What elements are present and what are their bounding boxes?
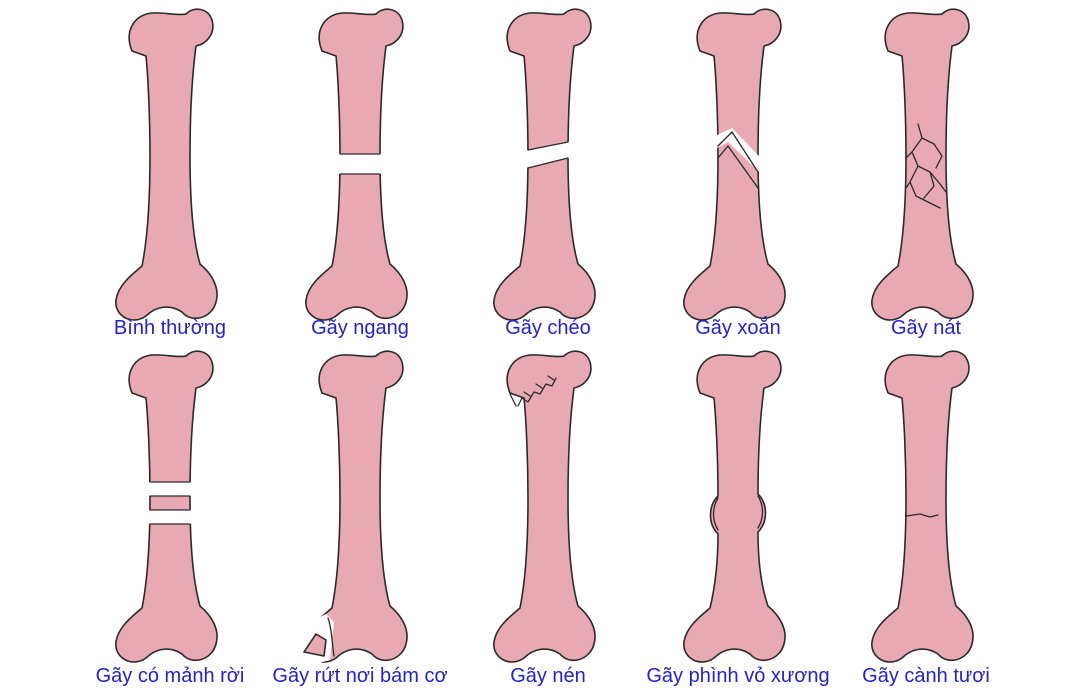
label-transverse: Gãy ngang bbox=[311, 317, 409, 339]
bone-outline bbox=[683, 8, 786, 321]
label-spiral: Gãy xoắn bbox=[695, 317, 781, 339]
label-oblique: Gãy chéo bbox=[505, 317, 591, 339]
fracture-crack-lines bbox=[905, 123, 947, 209]
bone-outline bbox=[115, 350, 218, 663]
bone-outline bbox=[305, 350, 408, 663]
bone-compression bbox=[493, 350, 596, 663]
label-comminuted: Gãy nát bbox=[890, 317, 962, 339]
fracture-gap-upper bbox=[130, 482, 210, 496]
bone-buckle bbox=[683, 350, 786, 663]
label-buckle: Gãy phình vỏ xương bbox=[646, 665, 830, 687]
avulsion-fragment bbox=[303, 633, 327, 657]
bone-outline bbox=[115, 8, 218, 321]
fracture-gap bbox=[508, 138, 588, 172]
label-segmental: Gãy có mảnh rời bbox=[95, 665, 245, 687]
greenstick-crack bbox=[905, 513, 939, 518]
avulsion-edge bbox=[327, 617, 335, 657]
fracture-edge-lower bbox=[527, 157, 569, 169]
label-greenstick: Gãy cành tươi bbox=[862, 665, 990, 687]
bones-layer bbox=[115, 8, 974, 668]
bone-normal bbox=[115, 8, 218, 321]
fracture-edge-lower bbox=[717, 145, 759, 189]
bone-outline bbox=[871, 350, 974, 663]
label-avulsion: Gãy rứt nơi bám cơ bbox=[272, 665, 448, 687]
label-normal: Bình thường bbox=[113, 317, 227, 339]
fracture-gap-lower bbox=[130, 510, 210, 524]
fracture-edge-upper bbox=[717, 131, 759, 173]
compression-line bbox=[517, 375, 557, 407]
bone-outline bbox=[683, 350, 786, 663]
fracture-gap bbox=[698, 128, 778, 190]
buckle-bulge-right bbox=[757, 495, 764, 529]
bone-comminuted bbox=[871, 8, 974, 321]
compression-edge bbox=[509, 393, 517, 407]
bone-segmental bbox=[115, 350, 218, 663]
bone-spiral bbox=[683, 8, 786, 321]
bone-outline bbox=[871, 8, 974, 321]
bone-oblique bbox=[493, 8, 596, 321]
fracture-gap bbox=[320, 154, 400, 174]
bone-outline bbox=[493, 350, 596, 663]
bone-avulsion bbox=[300, 350, 408, 668]
buckle-bulge-left bbox=[712, 497, 719, 531]
label-compression: Gãy nén bbox=[510, 665, 586, 687]
fracture-edge-upper bbox=[527, 141, 569, 151]
fracture-edges bbox=[149, 481, 191, 525]
bone-transverse bbox=[305, 8, 408, 321]
bone-greenstick bbox=[871, 350, 974, 663]
